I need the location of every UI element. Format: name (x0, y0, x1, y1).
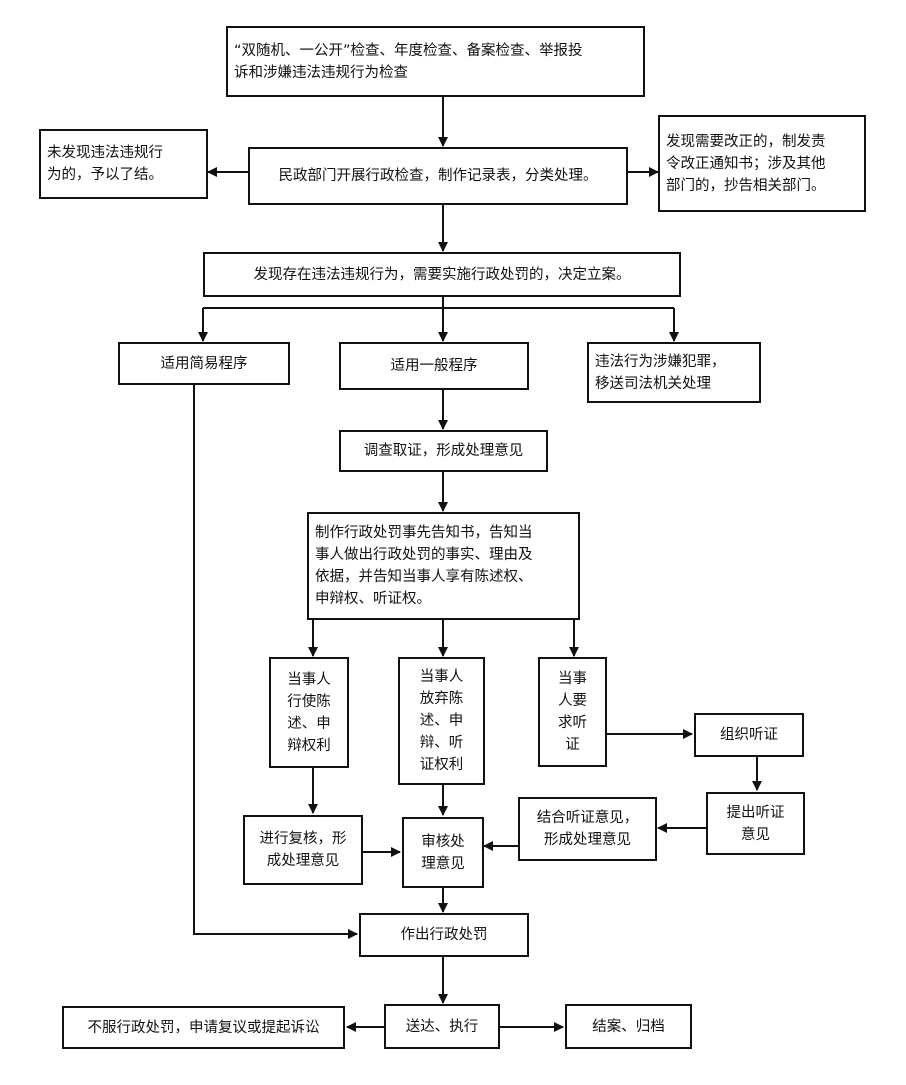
node-review-opinion: 进行复核，形 成处理意见 (243, 815, 363, 885)
node-close-archive: 结案、归档 (565, 1004, 692, 1049)
node-rectification-notice: 发现需要改正的，制发责 令改正通知书；涉及其他 部门的，抄告相关部门。 (658, 115, 866, 212)
node-audit-opinion: 审核处 理意见 (402, 817, 484, 888)
node-prior-notice: 制作行政处罚事先告知书，告知当 事人做出行政处罚的事实、理由及 依据，并告知当事… (307, 512, 580, 620)
node-no-violation: 未发现违法违规行 为的，予以了结。 (39, 129, 208, 199)
node-hearing-opinion: 提出听证 意见 (706, 792, 805, 855)
node-simple-procedure: 适用简易程序 (118, 342, 290, 385)
node-administrative-inspection: 民政部门开展行政检查，制作记录表，分类处理。 (248, 147, 628, 205)
node-waive-rights: 当事人 放弃陈 述、申 辩、听 证权利 (398, 657, 485, 785)
node-organize-hearing: 组织听证 (694, 713, 804, 757)
node-request-hearing: 当事 人要 求听 证 (538, 657, 607, 767)
node-investigation: 调查取证，形成处理意见 (339, 430, 548, 472)
node-delivery-execution: 送达、执行 (384, 1004, 500, 1049)
node-appeal: 不服行政处罚，申请复议或提起诉讼 (62, 1006, 345, 1049)
node-check-sources: “双随机、一公开”检查、年度检查、备案检查、举报投 诉和涉嫌违法违规行为检查 (226, 26, 645, 97)
node-administrative-penalty: 作出行政处罚 (359, 913, 529, 957)
node-combined-opinion: 结合听证意见， 形成处理意见 (518, 797, 657, 861)
node-judicial-transfer: 违法行为涉嫌犯罪， 移送司法机关处理 (587, 342, 761, 403)
arrow-n6-n19 (193, 385, 358, 939)
node-general-procedure: 适用一般程序 (339, 342, 529, 390)
node-file-case: 发现存在违法违规行为，需要实施行政处罚的，决定立案。 (203, 252, 681, 297)
node-exercise-statement: 当事人 行使陈 述、申 辩权利 (269, 657, 349, 768)
